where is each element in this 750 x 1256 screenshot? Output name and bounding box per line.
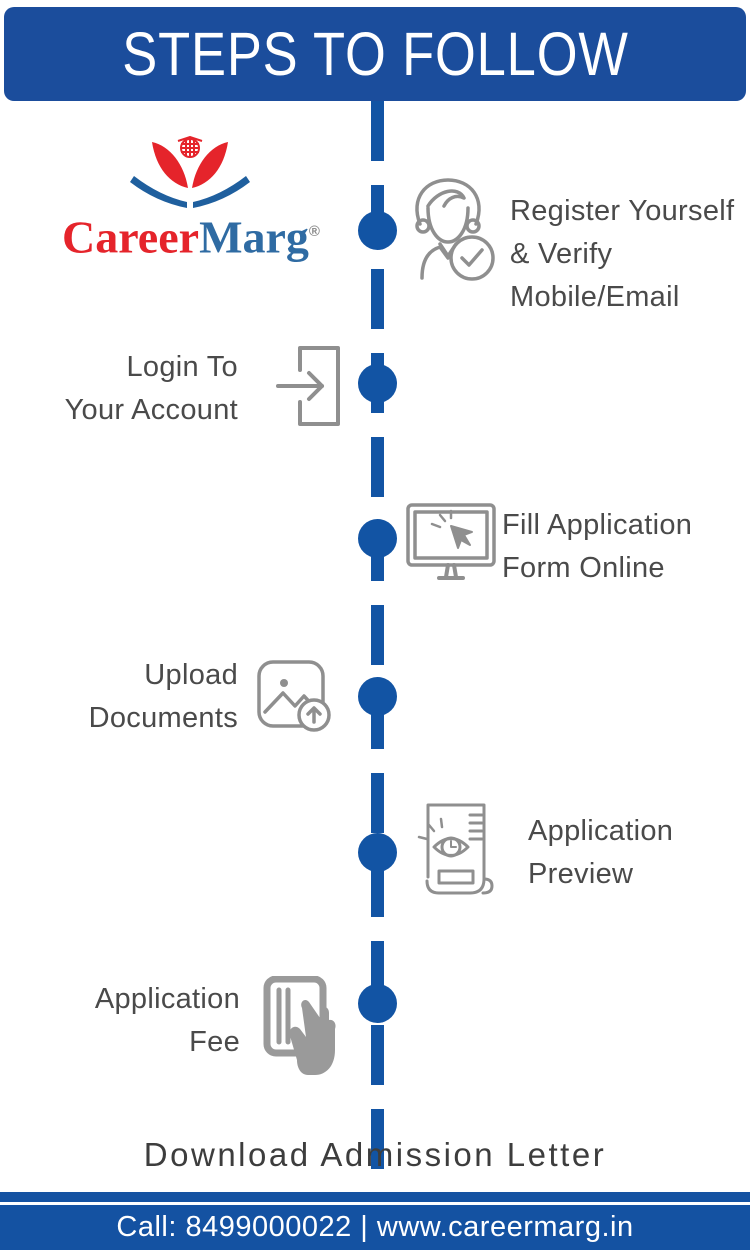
upload-documents-icon [257, 660, 331, 732]
step-line: Documents [88, 702, 238, 734]
timeline-dot-3 [358, 519, 397, 558]
footer-bar: Call: 8499000022 | www.careermarg.in [0, 1205, 750, 1250]
step-line: Application [528, 815, 674, 847]
timeline-dashed-line [371, 101, 384, 1196]
step-line: Fee [189, 1026, 240, 1058]
step-line: Mobile/Email [510, 281, 680, 313]
logo-text-marg: Marg [199, 211, 309, 263]
step-label-preview: Application Preview [528, 810, 738, 896]
timeline-dot-1 [358, 211, 397, 250]
step-line: Upload [144, 659, 238, 691]
step-line: Register Yourself [510, 195, 735, 227]
footer-accent-strip [0, 1192, 750, 1202]
logo-text-career: Career [62, 211, 200, 263]
step-line: Application [94, 983, 240, 1015]
step-label-register: Register Yourself & Verify Mobile/Email [510, 190, 745, 319]
careermarg-logo-icon [130, 136, 250, 208]
step-line: Preview [528, 858, 634, 890]
timeline-dot-5 [358, 833, 397, 872]
download-admission-letter-label: Download Admission Letter [143, 1136, 607, 1173]
header-banner: STEPS TO FOLLOW [4, 7, 746, 101]
careermarg-wordmark: CareerMarg® [62, 208, 320, 263]
login-icon [276, 346, 340, 426]
register-verify-icon [415, 178, 495, 281]
online-form-icon [406, 503, 496, 580]
step-label-login: Login To Your Account [30, 346, 238, 432]
step-label-upload: Upload Documents [30, 654, 238, 740]
timeline-dot-4 [358, 677, 397, 716]
application-fee-icon [263, 976, 336, 1075]
step-line: & Verify [510, 238, 613, 270]
careermarg-logo: CareerMarg® [62, 136, 320, 263]
footer-contact-text[interactable]: Call: 8499000022 | www.careermarg.in [116, 1211, 634, 1243]
page-title: STEPS TO FOLLOW [121, 20, 629, 88]
step-line: Form Online [502, 552, 665, 584]
timeline-dot-2 [358, 364, 397, 403]
step-label-fee: Application Fee [40, 978, 240, 1064]
step-line: Fill Application [502, 509, 693, 541]
registered-trademark-symbol: ® [308, 223, 320, 240]
application-preview-icon [417, 803, 494, 895]
timeline-dot-6 [358, 984, 397, 1023]
step-line: Your Account [64, 394, 238, 426]
step-line: Login To [126, 351, 238, 383]
step-label-fill-form: Fill Application Form Online [502, 504, 737, 590]
